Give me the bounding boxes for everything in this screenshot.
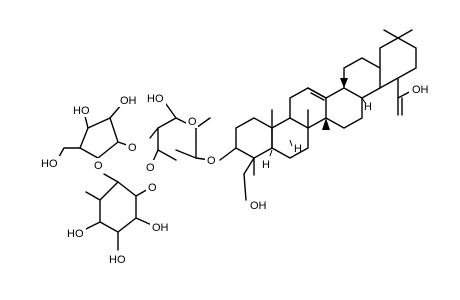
rhamnose-bonds [83, 173, 155, 251]
xylose-oh-label: HO [147, 93, 164, 105]
arabinose-ho-label: HO [73, 105, 90, 117]
xylose-o-rhamnose-label: O [146, 162, 155, 174]
xylose-bonds [149, 103, 211, 169]
aglycone-stereo [269, 78, 367, 157]
rhamnose-ring-o-label: O [148, 182, 157, 194]
label-masks [40, 82, 429, 266]
h5-label: H [262, 159, 270, 171]
rhamnose-oh-right-label: OH [152, 222, 169, 234]
h9-label: H [294, 143, 302, 155]
carboxyl-oh-label: OH [412, 84, 429, 96]
atom-labels: OH O O HO O OH O O HO HO O HO HO OH OH H… [41, 84, 429, 266]
rhamnose-ho-bottom-label: HO [109, 254, 126, 266]
arabinose-ch2oh-label: HO [41, 158, 58, 170]
arabinose-oh-label: OH [120, 95, 137, 107]
xylose-ring-o-label: O [188, 116, 197, 128]
arabinose-bonds [55, 103, 137, 163]
h18-label: H [364, 101, 372, 113]
rhamnose-ho-left-label: HO [67, 228, 84, 240]
hydroxymethyl-oh-label: OH [250, 200, 267, 212]
arabinose-ring-o-label: O [94, 160, 103, 172]
glycosidic-o-label: O [207, 155, 216, 167]
aglycone-bonds [195, 29, 417, 201]
arabinose-link-o-label: O [128, 142, 137, 154]
